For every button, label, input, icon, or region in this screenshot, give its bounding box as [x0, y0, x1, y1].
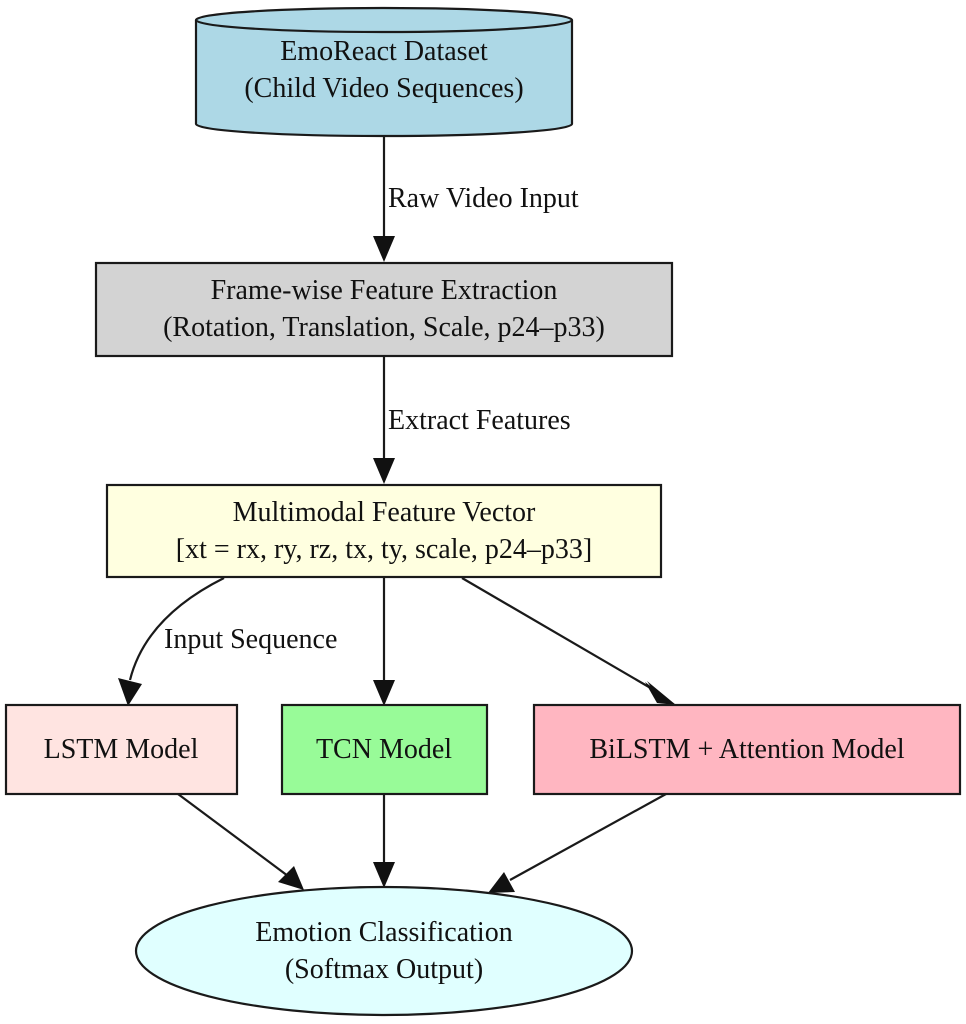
edge-lstm-output [177, 793, 289, 877]
node-output: Emotion Classification (Softmax Output) [134, 885, 634, 1017]
cylinder-body [194, 20, 574, 138]
edge-label-input-sequence: Input Sequence [164, 624, 337, 655]
node-tcn-label: TCN Model [316, 734, 452, 765]
node-extraction: Frame-wise Feature Extraction (Rotation,… [94, 261, 674, 358]
edges: Raw Video Input Extract Features Input S… [118, 134, 676, 893]
arrowhead-icon [373, 458, 395, 484]
arrowhead-icon [373, 680, 395, 706]
node-extraction-box [94, 261, 674, 358]
node-vector-subtitle: [xt = rx, ry, rz, tx, ty, scale, p24–p33… [176, 534, 593, 565]
node-lstm: LSTM Model [4, 703, 239, 796]
edge-bilstm-output [509, 793, 667, 881]
node-output-title: Emotion Classification [255, 917, 512, 948]
edge-vector-lstm [128, 577, 225, 681]
node-tcn-box [280, 703, 489, 796]
node-extraction-subtitle: (Rotation, Translation, Scale, p24–p33) [163, 312, 605, 343]
node-vector: Multimodal Feature Vector [xt = rx, ry, … [105, 483, 663, 579]
node-dataset-subtitle: (Child Video Sequences) [244, 73, 523, 104]
node-output-ellipse [134, 885, 634, 1017]
node-bilstm: BiLSTM + Attention Model [532, 703, 962, 796]
arrowhead-icon [278, 866, 304, 890]
node-lstm-label: LSTM Model [44, 734, 199, 765]
arrowhead-icon [373, 236, 395, 262]
node-bilstm-label: BiLSTM + Attention Model [589, 734, 904, 765]
arrowhead-icon [118, 678, 142, 706]
edge-label-extract-features: Extract Features [388, 405, 571, 436]
arrowhead-icon [647, 681, 676, 705]
arrowhead-icon [373, 862, 395, 888]
edge-label-raw-video-input: Raw Video Input [388, 183, 579, 214]
cylinder-top [194, 6, 574, 34]
node-vector-box [105, 483, 663, 579]
arrowhead-icon [488, 872, 515, 893]
node-extraction-title: Frame-wise Feature Extraction [211, 275, 558, 306]
arrowhead-icon [645, 682, 676, 705]
node-lstm-box [4, 703, 239, 796]
edge-vector-bilstm [461, 577, 655, 691]
node-bilstm-box [532, 703, 962, 796]
node-dataset: EmoReact Dataset (Child Video Sequences) [194, 6, 574, 138]
node-output-subtitle: (Softmax Output) [285, 954, 483, 985]
node-vector-title: Multimodal Feature Vector [233, 497, 536, 528]
node-tcn: TCN Model [280, 703, 489, 796]
node-dataset-title: EmoReact Dataset [280, 36, 488, 67]
